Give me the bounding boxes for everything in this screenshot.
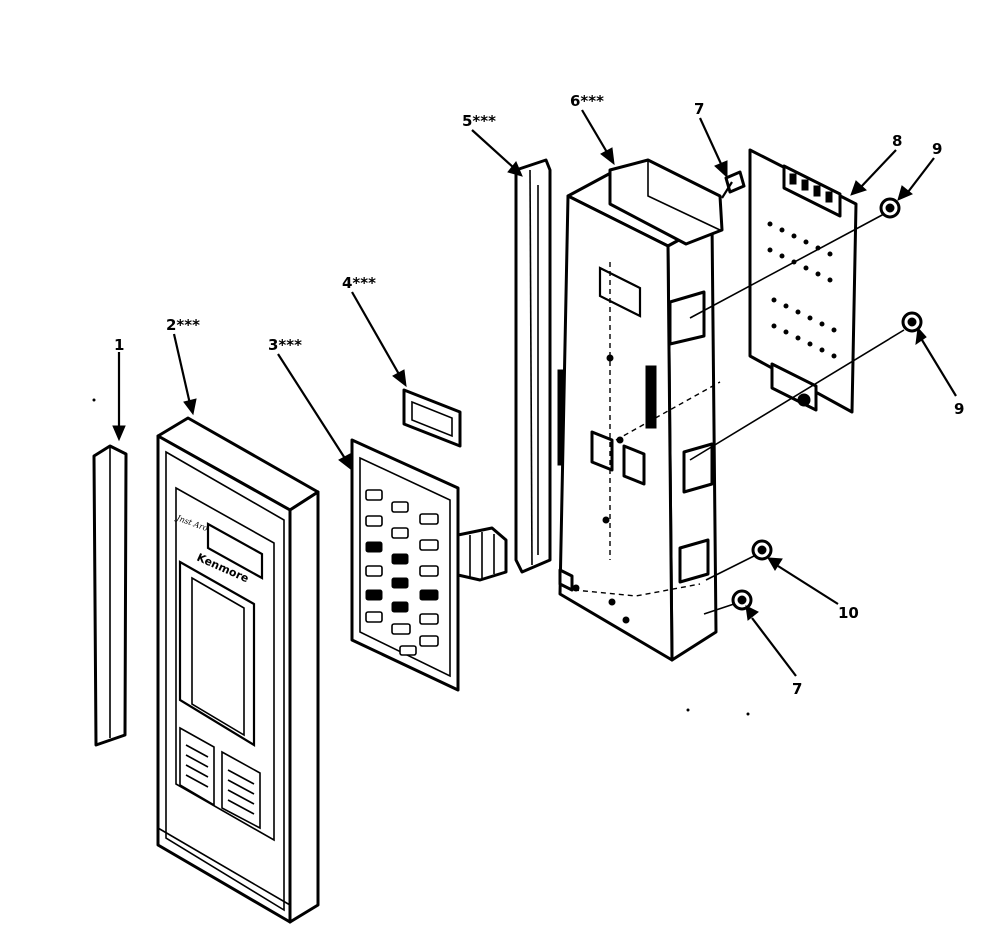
screw-7-top: [721, 170, 746, 199]
part-1-trim-strip: [92, 444, 128, 747]
screw-9-top: [879, 197, 901, 219]
callout-8: 8: [892, 132, 902, 150]
callout-labels: 1 2*** 3*** 4*** 5*** 6*** 7 8 9 9 10 7: [114, 92, 964, 698]
scan-specks: [92, 398, 750, 716]
screw-10: [751, 539, 773, 561]
callout-2: 2***: [166, 316, 200, 334]
callout-6: 6***: [570, 92, 604, 110]
callout-3: 3***: [268, 336, 302, 354]
callout-10: 10: [838, 604, 859, 622]
callout-7-lower: 7: [792, 680, 802, 698]
screw-7-lower: [731, 589, 753, 611]
keypad-keys: [365, 489, 439, 656]
part-4-display-lens: [402, 388, 462, 448]
callout-7-top: 7: [694, 100, 704, 118]
callout-1: 1: [114, 336, 124, 354]
screw-9-lower: [901, 311, 923, 333]
part-2-control-panel-frame: Jnst Aro Kenmore: [156, 416, 320, 924]
part-8-control-board: [748, 148, 858, 414]
callout-4: 4***: [342, 274, 376, 292]
leader-lines: [112, 109, 957, 677]
part-3-keypad-membrane: [350, 438, 508, 692]
part-6-main-chassis: [558, 158, 724, 662]
callout-9-top: 9: [932, 140, 942, 158]
callout-9-lower: 9: [954, 400, 964, 418]
callout-5: 5***: [462, 112, 496, 130]
